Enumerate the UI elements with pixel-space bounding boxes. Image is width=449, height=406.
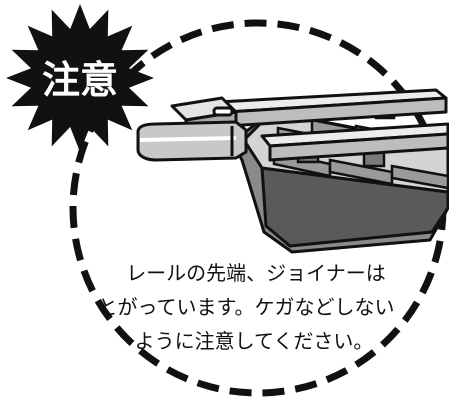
caution-label: 注意	[42, 58, 118, 102]
message-line-2: とがっています。ケガなどしない	[98, 295, 395, 319]
warning-message: レールの先端、ジョイナーは とがっています。ケガなどしない ように注意してくださ…	[98, 261, 395, 353]
message-line-1: レールの先端、ジョイナーは	[126, 261, 386, 285]
message-line-3: ように注意してください。	[135, 329, 374, 353]
back-rail	[216, 88, 448, 128]
front-rail	[260, 122, 449, 162]
rail-end-pin	[136, 120, 248, 162]
rail-joiner-illustration	[136, 88, 449, 254]
caution-badge: 注意	[6, 4, 154, 152]
starburst-icon	[6, 4, 154, 152]
